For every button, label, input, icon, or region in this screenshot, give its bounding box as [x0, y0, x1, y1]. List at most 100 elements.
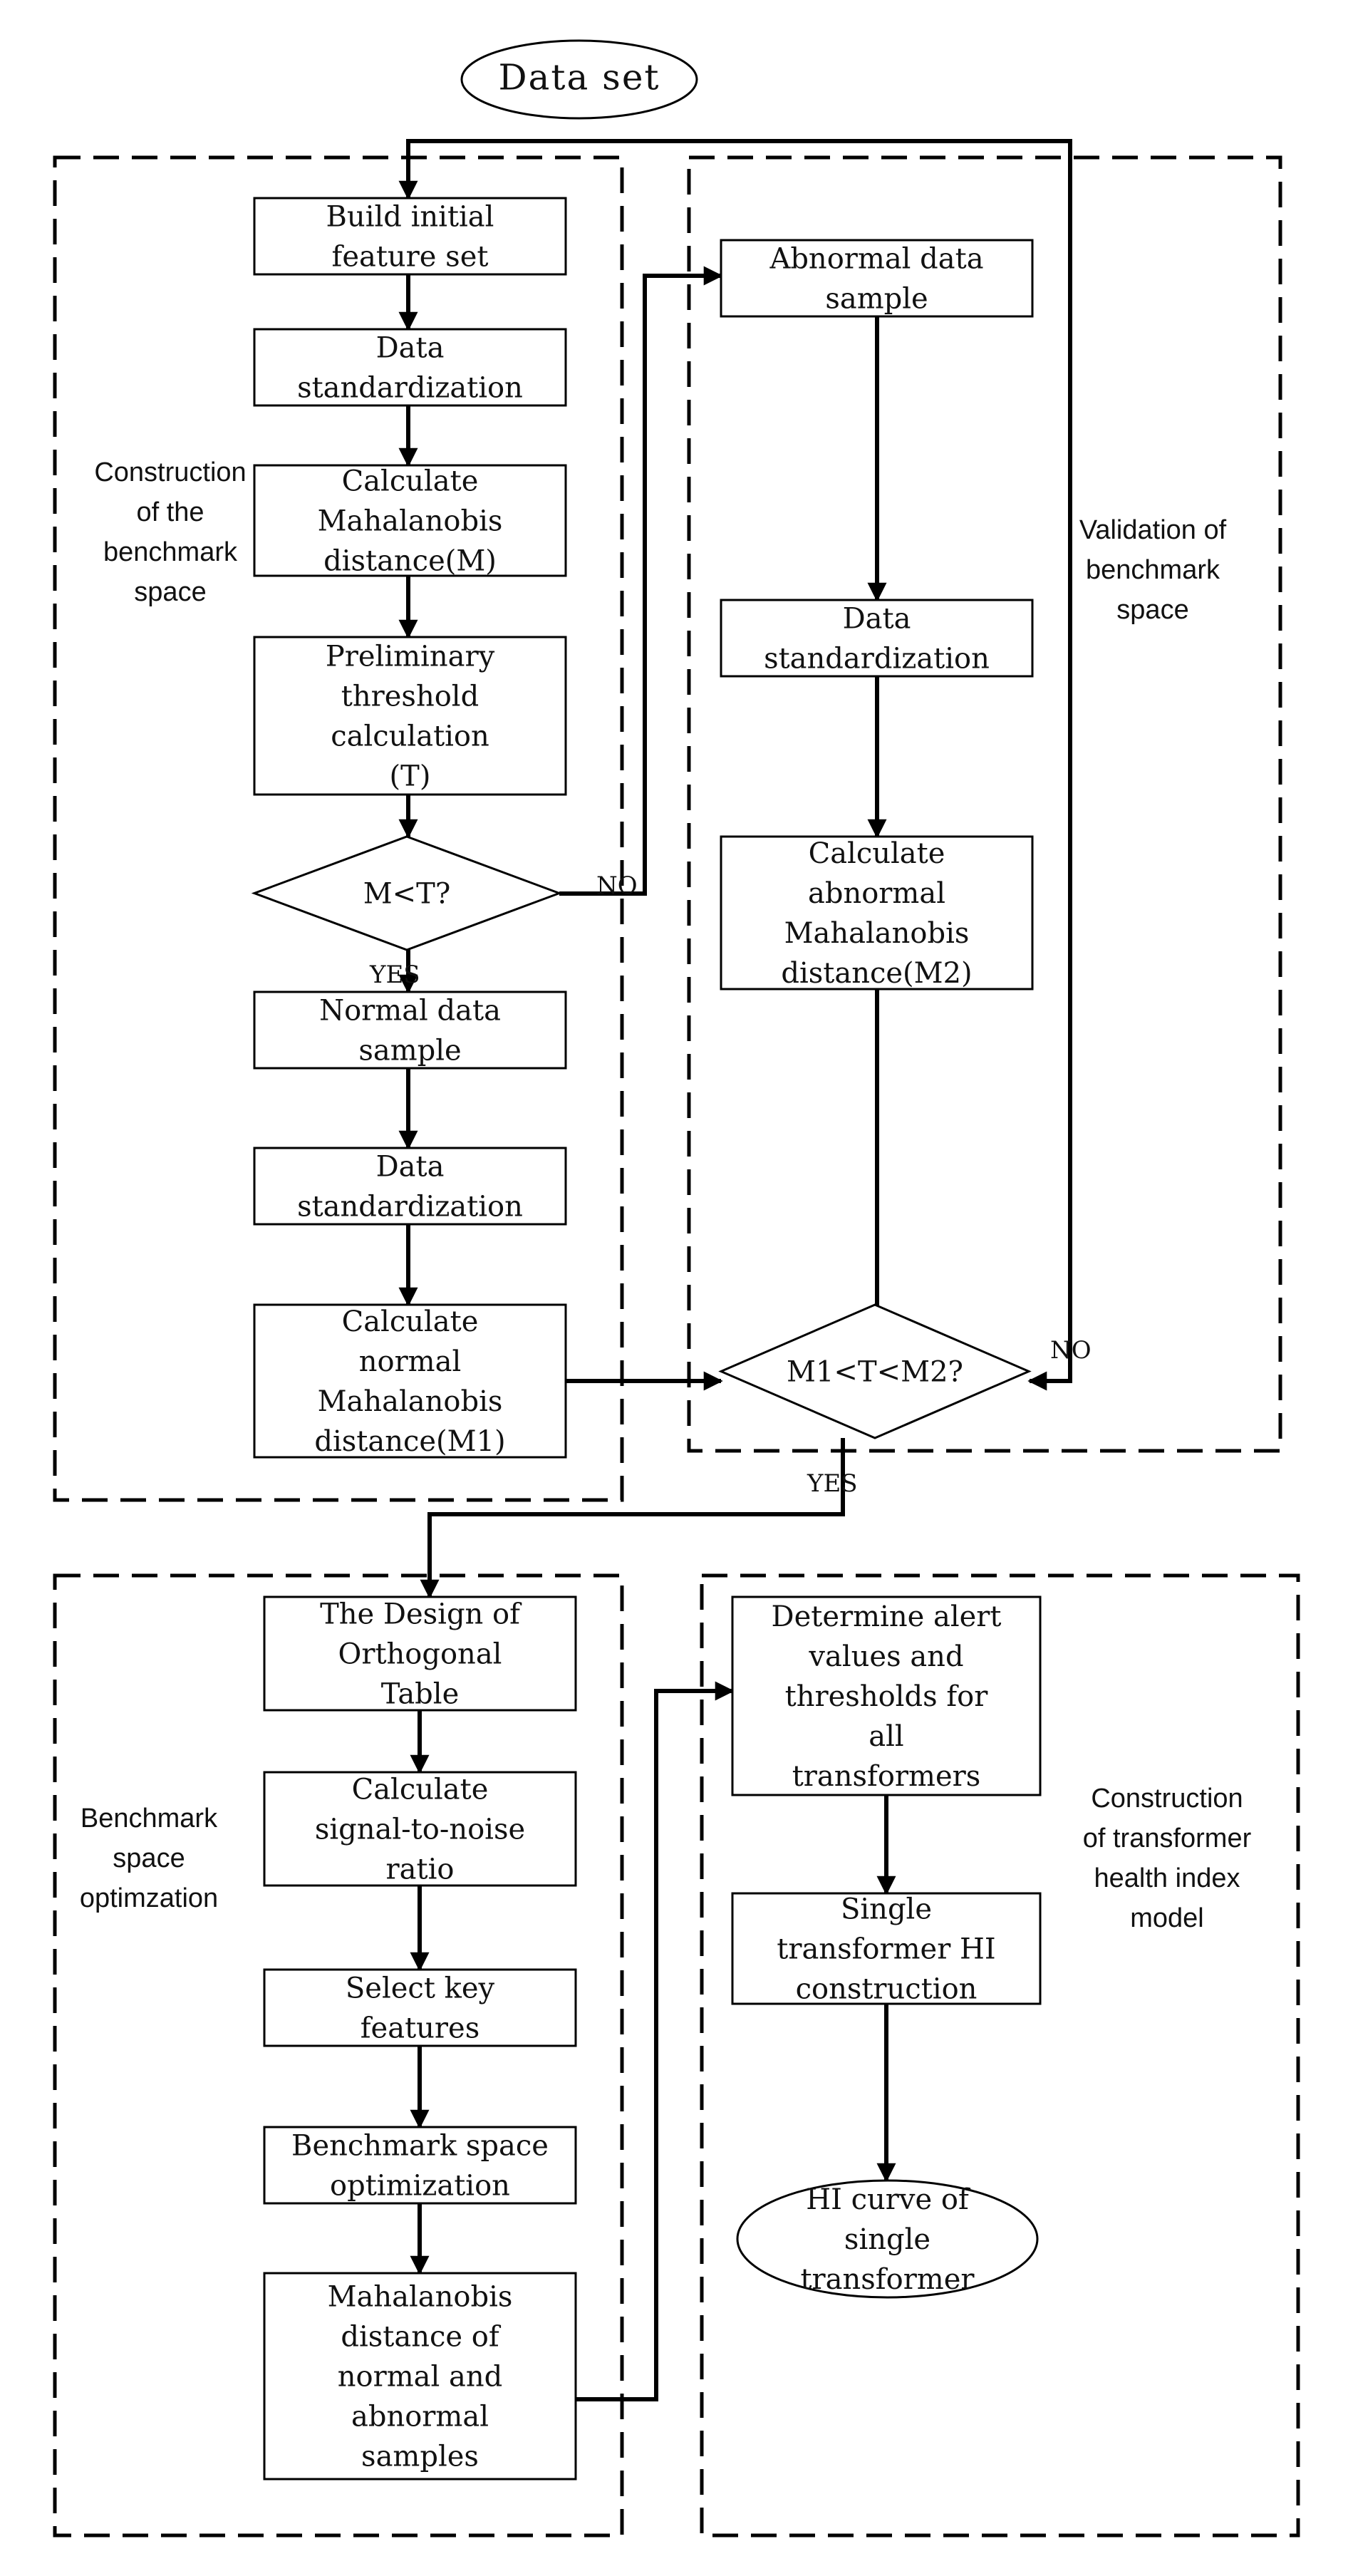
edge-d1-to-n5: YES: [369, 950, 420, 994]
node-label-line: Calculate: [342, 1305, 479, 1338]
node-label-line: standardization: [297, 1191, 523, 1224]
node-v1: Abnormal data sample: [720, 239, 1034, 318]
node-label-line: Benchmark space: [291, 2130, 549, 2163]
node-label-line: abnormal: [351, 2401, 489, 2433]
node-label-line: optimization: [330, 2170, 510, 2203]
node-label-line: normal and: [338, 2361, 502, 2394]
process-box: [253, 636, 567, 796]
edge-d2-to-dataset: NO: [1050, 1336, 1092, 1365]
group-label-line: benchmark: [1086, 555, 1220, 585]
node-label-line: Data: [843, 603, 911, 636]
node-v2: Data standardization: [720, 599, 1034, 678]
process-box: [263, 1595, 577, 1712]
node-label-line: Preliminary: [326, 641, 495, 673]
node-label-line: standardization: [297, 372, 523, 405]
process-box: [253, 464, 567, 577]
group-label-line: Construction: [1091, 1784, 1243, 1814]
group-label-line: space: [134, 577, 206, 607]
edge-dataset-to-n1: [398, 139, 661, 200]
process-box: [253, 1147, 567, 1226]
group-label-line: space: [1116, 595, 1188, 625]
node-label-line: HI curve of: [806, 2183, 971, 2216]
node-label-line: construction: [796, 1973, 978, 2006]
decision-diamond: [718, 1303, 1032, 1439]
node-label-line: thresholds for: [785, 1680, 989, 1713]
process-box: [253, 197, 567, 276]
node-label-line: threshold: [341, 681, 479, 713]
group-label-line: Benchmark: [81, 1804, 218, 1833]
group-g2: Validation of benchmark space: [687, 155, 1282, 1453]
group-label-line: of transformer: [1083, 1824, 1252, 1853]
node-d2: M1<T<M2?: [718, 1303, 1032, 1439]
node-label: M1<T<M2?: [787, 1356, 963, 1389]
node-label-line: Calculate: [352, 1774, 489, 1806]
node-label-line: The Design of: [320, 1598, 522, 1631]
node-label-line: sample: [358, 1035, 461, 1067]
node-label-line: Table: [381, 1678, 460, 1711]
process-box: [720, 239, 1034, 318]
node-label: Abnormal data sample: [769, 243, 983, 316]
node-label-line: M1<T<M2?: [787, 1356, 963, 1389]
node-label-line: all: [869, 1720, 903, 1753]
edge-d2-to-o1: YES: [420, 1438, 858, 1599]
node-label-line: M<T?: [363, 878, 451, 911]
node-label-line: samples: [361, 2441, 479, 2473]
node-label-line: ratio: [386, 1853, 455, 1886]
node-label-line: transformer: [800, 2263, 975, 2296]
node-label-line: standardization: [764, 643, 990, 676]
process-box: [731, 1595, 1042, 1796]
group-label-line: Construction: [94, 457, 246, 487]
node-label-line: Orthogonal: [338, 1638, 502, 1671]
node-label: HI curve of single transformer: [800, 2183, 975, 2296]
node-label-line: Abnormal data: [769, 243, 983, 276]
group-frame: [53, 155, 624, 1502]
connector-arrow: [420, 1438, 845, 1599]
node-label-line: calculation: [331, 720, 489, 753]
group-label-line: Validation of: [1079, 515, 1227, 545]
node-label-line: Calculate: [809, 837, 945, 870]
group-frame: [687, 155, 1282, 1453]
node-label-line: Calculate: [342, 465, 479, 498]
node-h3: HI curve of single transformer: [736, 2179, 1039, 2299]
group-label-line: of the: [136, 497, 204, 527]
edge-label: YES: [369, 961, 420, 989]
node-label-line: sample: [825, 283, 928, 316]
node-label-line: normal: [359, 1345, 462, 1378]
group-frame: [53, 1573, 624, 2538]
node-label-line: Data set: [498, 57, 660, 98]
decision-diamond: [251, 835, 563, 951]
node-label-line: feature set: [332, 241, 489, 274]
node-label-line: Select key: [346, 1972, 495, 2005]
edge-label: NO: [1050, 1336, 1092, 1365]
connector-arrow: [661, 139, 1072, 1391]
connector-arrow: [398, 139, 661, 200]
edge-o5-to-h1: [576, 1681, 735, 2401]
node-label-line: transformers: [792, 1760, 981, 1793]
node-label: M<T?: [363, 878, 451, 911]
process-box: [720, 835, 1034, 990]
node-label-line: single: [844, 2223, 930, 2256]
